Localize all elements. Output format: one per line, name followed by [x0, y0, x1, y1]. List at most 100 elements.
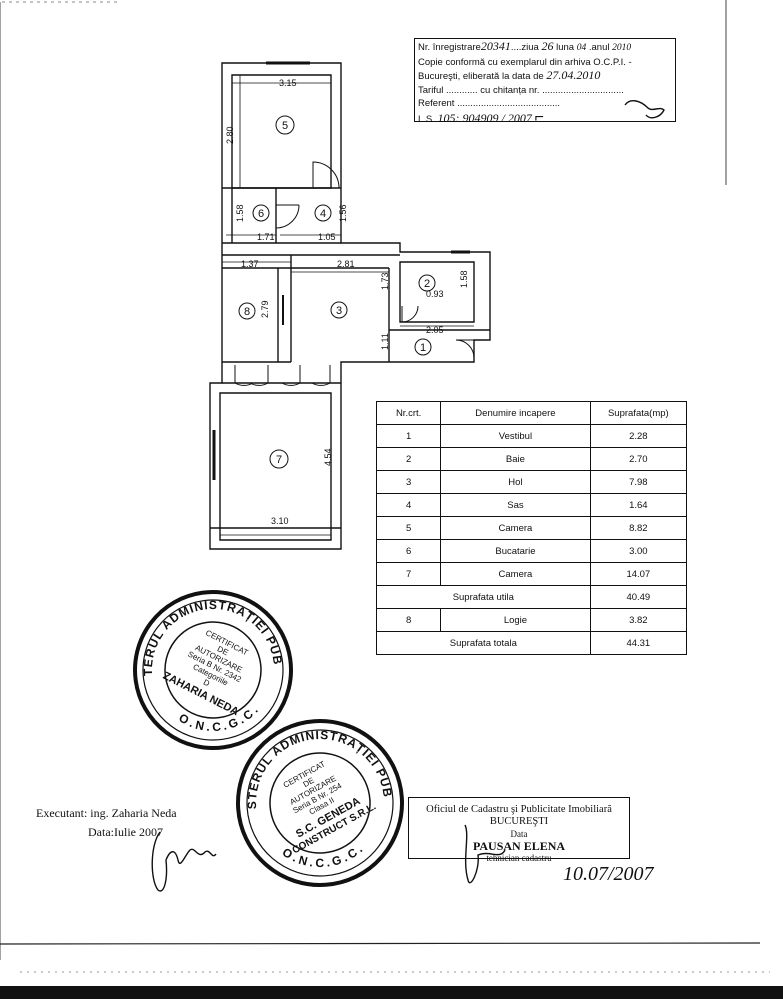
dim-label: 2.81: [337, 259, 355, 269]
executant-line: Executant: ing. Zaharia Neda: [36, 806, 177, 820]
plan-room-markers: 5 6 4 8 3 2 1 7: [238, 115, 436, 469]
stamp-1: MINISTERUL ADMINISTRAȚIEI PUBLICE O.N.C.…: [132, 588, 293, 750]
cell-area: 3.00: [589, 539, 688, 563]
room-number: 7: [276, 454, 282, 466]
cell-nr: 2: [375, 447, 442, 471]
cell-name: Vestibul: [440, 424, 591, 448]
registration-line-2: Copie conformă cu exemplarul din arhiva …: [418, 56, 632, 68]
cell-area: 2.28: [589, 424, 688, 448]
room-marker-1: [414, 338, 432, 356]
oficiu-name: PAUSAN ELENA: [472, 839, 566, 853]
table-header-row: Nr.crt. Denumire incapere Suprafata(mp): [375, 401, 688, 425]
room-marker-3: [330, 301, 348, 319]
registration-line-5: Referent ...............................…: [418, 98, 561, 109]
cell-nr: 8: [375, 608, 442, 632]
plan-dimension-lines: [220, 75, 474, 536]
oficiu-city: BUCUREŞTI: [489, 816, 549, 827]
dim-label: 2.05: [426, 325, 444, 335]
cell-name: Bucatarie: [440, 539, 591, 563]
stamp-2: MINISTERUL ADMINISTRAȚIEI PUBLICE O.N.C.…: [236, 719, 404, 887]
room-number: 3: [336, 305, 342, 317]
cell-name: Camera: [440, 516, 591, 540]
cell-name: Camera: [440, 562, 591, 586]
table-row-util: Suprafata utila 40.49: [376, 585, 688, 609]
oficiu-stamp-box: Oficiul de Cadastru şi Publicitate Imobi…: [408, 797, 630, 863]
cell-area: 2.70: [589, 447, 688, 471]
room-number: 5: [282, 120, 288, 132]
dim-label: 3.10: [271, 516, 289, 526]
room-number: 6: [258, 208, 264, 220]
table-row: 5 Camera 8.82: [375, 516, 688, 540]
dim-label: 4.54: [323, 448, 333, 466]
signature-registration: [624, 100, 665, 119]
table-row-total: Suprafata totala 44.31: [376, 631, 688, 655]
signature-executant: [151, 831, 217, 892]
cell-util-value: 40.49: [589, 585, 688, 609]
table-row: 4 Sas 1.64: [375, 493, 688, 517]
registration-line-4: Tariful ............ cu chitanța nr. ...…: [418, 84, 624, 96]
dim-label: 1.71: [257, 232, 275, 242]
cell-nr: 1: [375, 424, 442, 448]
plan-dimension-labels: 3.15 2.80 1.58 1.71 1.05 1.56 1.37 2.81 …: [225, 78, 469, 526]
oficiu-date-label: Data: [510, 829, 528, 839]
room-number: 1: [420, 342, 426, 354]
cell-area: 3.82: [589, 608, 688, 632]
bottom-black-bar: [0, 986, 783, 999]
table-row: 6 Bucatarie 3.00: [375, 539, 688, 563]
executant-block: Executant: ing. Zaharia Neda Data:Iulie …: [36, 804, 177, 842]
registration-line-6: L.S. 105: 904909 / 2007 ⌐: [418, 110, 544, 126]
cell-util-label: Suprafata utila: [376, 585, 591, 609]
oficiu-title: Oficiul de Cadastru şi Publicitate Imobi…: [426, 804, 612, 815]
cell-name: Hol: [440, 470, 591, 494]
dim-label: 1.58: [235, 204, 245, 222]
table-row: 1 Vestibul 2.28: [375, 424, 688, 448]
dim-label: 1.05: [318, 232, 336, 242]
oficiu-role: tehnician cadastru: [486, 853, 552, 863]
cell-name: Sas: [440, 493, 591, 517]
cell-area: 7.98: [589, 470, 688, 494]
table-header: Nr.crt.: [375, 401, 442, 425]
dim-label: 2.79: [260, 300, 270, 318]
cell-name: Baie: [440, 447, 591, 471]
dim-label: 2.80: [225, 126, 235, 144]
room-number: 4: [320, 208, 326, 220]
room-marker-2: [418, 274, 436, 292]
room-marker-5: [275, 115, 295, 135]
dim-label: 1.37: [241, 259, 259, 269]
room-marker-6: [252, 204, 270, 222]
cell-nr: 6: [375, 539, 442, 563]
room-number: 8: [244, 306, 250, 318]
table-header: Suprafata(mp): [589, 401, 688, 425]
registration-stamp-box: Nr. înregistrare20341....ziua 26 luna 04…: [414, 38, 676, 125]
table-row: 7 Camera 14.07: [375, 562, 688, 586]
cell-nr: 4: [375, 493, 442, 517]
cell-nr: 3: [375, 470, 442, 494]
dim-label: 1.56: [338, 204, 348, 222]
table-header: Denumire incapere: [440, 401, 591, 425]
handwritten-date: 10.07/2007: [563, 863, 654, 885]
room-marker-8: [238, 302, 256, 320]
cell-area: 8.82: [589, 516, 688, 540]
cell-total-label: Suprafata totala: [376, 631, 591, 655]
stamp-1-line: D: [202, 678, 211, 689]
table-row: 3 Hol 7.98: [375, 470, 688, 494]
room-marker-4: [314, 204, 332, 222]
dim-label: 1.58: [459, 270, 469, 288]
table-row: 8 Logie 3.82: [375, 608, 688, 632]
executant-date: Data:Iulie 2007: [88, 825, 163, 839]
registration-line-1: Nr. înregistrare20341....ziua 26 luna 04…: [418, 40, 632, 53]
cell-area: 1.64: [589, 493, 688, 517]
rooms-table: Nr.crt. Denumire incapere Suprafata(mp) …: [375, 401, 688, 655]
registration-line-3: Bucureşti, eliberată la data de 27.04.20…: [418, 69, 601, 82]
room-number: 2: [424, 278, 430, 290]
dim-label: 0.93: [426, 289, 444, 299]
room-marker-7: [269, 449, 289, 469]
cell-area: 14.07: [589, 562, 688, 586]
cell-nr: 5: [375, 516, 442, 540]
plan-doors: [234, 161, 475, 386]
table-row: 2 Baie 2.70: [375, 447, 688, 471]
dim-label: 1.73: [380, 272, 390, 290]
cell-name: Logie: [440, 608, 591, 632]
cell-nr: 7: [375, 562, 442, 586]
